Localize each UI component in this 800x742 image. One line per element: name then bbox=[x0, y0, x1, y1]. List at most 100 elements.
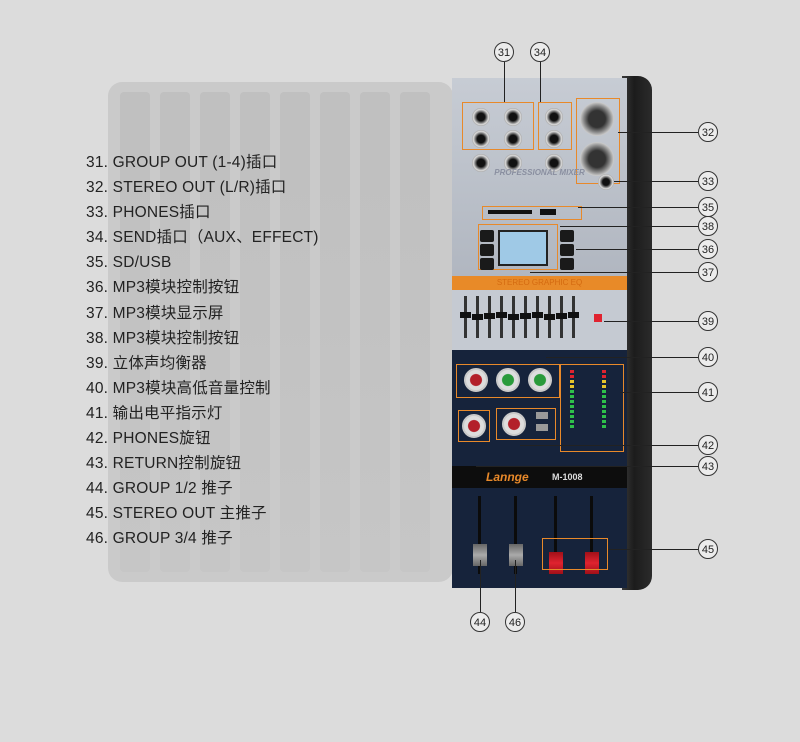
legend-item: 41. 输出电平指示灯 bbox=[86, 404, 223, 422]
ghost-mixer-background bbox=[108, 82, 453, 582]
mp3-mode-button[interactable] bbox=[480, 230, 494, 242]
legend-item: 39. 立体声均衡器 bbox=[86, 354, 207, 372]
callout-35: 35 bbox=[698, 197, 718, 217]
eq-slider[interactable] bbox=[508, 296, 519, 338]
group-1-2-fader[interactable] bbox=[472, 496, 487, 574]
callout-40: 40 bbox=[698, 347, 718, 367]
mp3-module-box bbox=[478, 224, 558, 270]
phones-switch[interactable] bbox=[536, 424, 548, 431]
callout-41: 41 bbox=[698, 382, 718, 402]
eq-slider[interactable] bbox=[484, 296, 495, 338]
model-label: M-1008 bbox=[552, 472, 583, 482]
effect-jack[interactable] bbox=[545, 154, 563, 172]
leader-line bbox=[604, 321, 698, 322]
sd-slot[interactable] bbox=[488, 210, 532, 214]
mp3-high-knob[interactable] bbox=[496, 368, 520, 392]
eq-slider[interactable] bbox=[520, 296, 531, 338]
mp3-volume-knob[interactable] bbox=[464, 368, 488, 392]
mp3-display bbox=[498, 230, 548, 266]
leader-line bbox=[546, 357, 698, 358]
leader-line bbox=[614, 181, 698, 182]
return-box bbox=[458, 410, 490, 442]
eq-slider[interactable] bbox=[460, 296, 471, 338]
stereo-out-r-jack[interactable] bbox=[580, 142, 614, 176]
brand-bar: Lannge M-1008 bbox=[452, 466, 627, 488]
legend-item: 37. MP3模块显示屏 bbox=[86, 304, 224, 322]
callout-33: 33 bbox=[698, 171, 718, 191]
callout-42: 42 bbox=[698, 435, 718, 455]
send-jack[interactable] bbox=[545, 108, 563, 126]
group-3-4-fader[interactable] bbox=[508, 496, 523, 574]
legend-item: 38. MP3模块控制按钮 bbox=[86, 329, 240, 347]
eq-slider[interactable] bbox=[568, 296, 579, 338]
leader-line bbox=[620, 392, 698, 393]
callout-38: 38 bbox=[698, 216, 718, 236]
mp3-next-button[interactable] bbox=[560, 230, 574, 242]
legend-list: 31. GROUP OUT (1-4)插口 32. STEREO OUT (L/… bbox=[86, 150, 319, 552]
io-section: PROFESSIONAL MIXER bbox=[452, 78, 627, 298]
aux-jack[interactable] bbox=[504, 154, 522, 172]
leader-line bbox=[515, 560, 516, 612]
legend-item: 31. GROUP OUT (1-4)插口 bbox=[86, 154, 278, 171]
legend-item: 32. STEREO OUT (L/R)插口 bbox=[86, 179, 287, 197]
leader-line bbox=[540, 62, 541, 102]
panel-caption: PROFESSIONAL MIXER bbox=[494, 168, 585, 177]
stereo-out-r-fader[interactable] bbox=[584, 496, 599, 574]
callout-36: 36 bbox=[698, 239, 718, 259]
level-meter-right bbox=[602, 370, 606, 430]
group-out-jack[interactable] bbox=[504, 130, 522, 148]
eq-slider[interactable] bbox=[472, 296, 483, 338]
aux-jack[interactable] bbox=[472, 154, 490, 172]
mp3-low-knob[interactable] bbox=[528, 368, 552, 392]
eq-caption: STEREO GRAPHIC EQ bbox=[452, 276, 627, 290]
mp3-eq-button[interactable] bbox=[480, 244, 494, 256]
return-knob[interactable] bbox=[462, 414, 486, 438]
mp3-tone-box bbox=[456, 364, 560, 398]
phones-knob[interactable] bbox=[502, 412, 526, 436]
stereo-out-l-fader[interactable] bbox=[548, 496, 563, 574]
leader-line bbox=[608, 549, 698, 550]
stereo-out-l-jack[interactable] bbox=[580, 102, 614, 136]
leader-line bbox=[578, 207, 698, 208]
usb-port[interactable] bbox=[540, 209, 556, 215]
graphic-eq bbox=[452, 290, 627, 350]
callout-34: 34 bbox=[530, 42, 550, 62]
legend-item: 34. SEND插口（AUX、EFFECT) bbox=[86, 229, 319, 247]
callout-45: 45 bbox=[698, 539, 718, 559]
legend-item: 44. GROUP 1/2 推子 bbox=[86, 480, 233, 498]
eq-slider[interactable] bbox=[496, 296, 507, 338]
callout-31: 31 bbox=[494, 42, 514, 62]
phones-switch[interactable] bbox=[536, 412, 548, 419]
leader-line bbox=[618, 132, 698, 133]
phones-jack[interactable] bbox=[598, 174, 614, 190]
legend-item: 45. STEREO OUT 主推子 bbox=[86, 505, 267, 523]
eq-switch[interactable] bbox=[594, 314, 602, 322]
mixer-side-rail bbox=[622, 76, 652, 590]
stereo-fader-box bbox=[542, 538, 608, 570]
eq-slider[interactable] bbox=[556, 296, 567, 338]
mp3-prev-button[interactable] bbox=[560, 244, 574, 256]
legend-item: 33. PHONES插口 bbox=[86, 204, 211, 222]
leader-line bbox=[576, 249, 698, 250]
leader-line bbox=[520, 445, 698, 446]
meter-box bbox=[560, 364, 624, 452]
callout-37: 37 bbox=[698, 262, 718, 282]
legend-item: 36. MP3模块控制按钮 bbox=[86, 279, 240, 297]
send-jack[interactable] bbox=[545, 130, 563, 148]
brand-logo: Lannge bbox=[486, 470, 529, 484]
group-out-jack[interactable] bbox=[472, 130, 490, 148]
group-out-jack[interactable] bbox=[504, 108, 522, 126]
leader-line bbox=[530, 272, 698, 273]
callout-46: 46 bbox=[505, 612, 525, 632]
mp3-play-button[interactable] bbox=[560, 258, 574, 270]
group-out-box bbox=[462, 102, 534, 150]
eq-slider[interactable] bbox=[532, 296, 543, 338]
mp3-repeat-button[interactable] bbox=[480, 258, 494, 270]
sd-usb-box bbox=[482, 206, 582, 220]
legend-item: 42. PHONES旋钮 bbox=[86, 430, 211, 448]
eq-slider[interactable] bbox=[544, 296, 555, 338]
group-out-jack[interactable] bbox=[472, 108, 490, 126]
legend-item: 40. MP3模块高低音量控制 bbox=[86, 379, 271, 397]
leader-line bbox=[476, 466, 698, 467]
